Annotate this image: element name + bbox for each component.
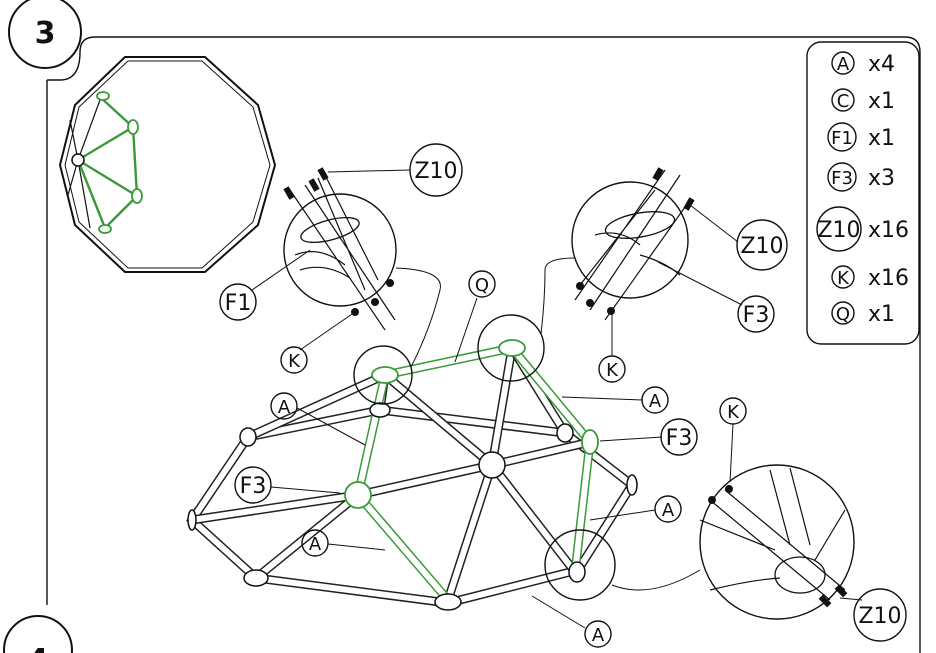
callout-a-right: A — [589, 495, 682, 523]
connector-line — [611, 569, 701, 591]
callout-k-right: K — [598, 312, 626, 383]
svg-text:K: K — [837, 268, 850, 289]
callout-f3-right: F3 — [657, 261, 775, 333]
svg-text:Q: Q — [836, 304, 850, 325]
step-frame — [46, 36, 921, 653]
svg-text:A: A — [309, 534, 322, 555]
svg-text:F3: F3 — [831, 168, 853, 189]
svg-text:x3: x3 — [868, 166, 895, 191]
svg-text:Z10: Z10 — [740, 234, 783, 259]
parts-list: A x4 C x1 F1 x1 F3 x3 Z10 x16 K x16 — [816, 51, 909, 327]
svg-text:Q: Q — [475, 275, 489, 296]
svg-text:K: K — [727, 402, 740, 423]
parts-list-item: F1 x1 — [827, 122, 895, 152]
svg-text:x1: x1 — [868, 89, 895, 114]
parts-list-item: K x16 — [831, 265, 909, 291]
frame-corner — [47, 36, 96, 81]
svg-text:F3: F3 — [240, 474, 267, 499]
parts-list-item: C x1 — [831, 88, 895, 114]
parts-list-item: Z10 x16 — [816, 206, 909, 252]
svg-text:A: A — [662, 500, 675, 521]
parts-list-item: A x4 — [831, 51, 895, 77]
next-step-number: 4 — [28, 643, 49, 653]
detail-marker-right — [477, 314, 545, 382]
svg-text:F1: F1 — [831, 128, 853, 149]
center-hub — [478, 451, 506, 479]
svg-text:A: A — [278, 397, 291, 418]
svg-text:K: K — [288, 351, 301, 372]
callout-f3-left: F3 — [234, 466, 341, 504]
detail-view-f3 — [571, 167, 695, 321]
svg-text:x16: x16 — [868, 266, 909, 291]
callout-k-detail: K — [719, 397, 747, 483]
overview-thumbnail — [58, 56, 277, 273]
callout-z10-right: Z10 — [689, 204, 788, 271]
callout-a-bottom: A — [531, 595, 612, 648]
callout-k-left: K — [280, 311, 356, 374]
svg-text:F3: F3 — [666, 426, 693, 451]
svg-text:x1: x1 — [868, 126, 895, 151]
next-step-badge — [3, 615, 73, 653]
svg-text:F3: F3 — [743, 303, 770, 328]
parts-list-box — [806, 41, 920, 345]
dome-frame — [186, 339, 638, 611]
svg-text:Z10: Z10 — [858, 604, 901, 629]
callout-f3-mid: F3 — [599, 418, 698, 456]
parts-list-item: F3 x3 — [827, 162, 895, 192]
svg-text:Z10: Z10 — [817, 218, 860, 243]
svg-text:F1: F1 — [225, 291, 252, 316]
svg-text:x4: x4 — [868, 52, 895, 77]
svg-text:A: A — [592, 625, 605, 646]
callout-z10-detail: Z10 — [839, 588, 907, 642]
connector-line — [395, 267, 441, 368]
svg-text:C: C — [837, 91, 850, 112]
svg-text:A: A — [837, 54, 850, 75]
callout-q: Q — [454, 270, 496, 363]
detail-view-bottom — [699, 464, 855, 620]
step-badge — [8, 0, 82, 69]
detail-view-f1 — [283, 167, 397, 331]
callout-f1: F1 — [219, 249, 311, 321]
step-number: 3 — [35, 16, 56, 51]
connector-line — [540, 257, 576, 335]
detail-marker-bottom — [544, 529, 616, 601]
svg-text:K: K — [606, 360, 619, 381]
svg-text:x16: x16 — [868, 218, 909, 243]
callout-z10-top: Z10 — [327, 143, 463, 197]
callout-a-left: A — [270, 392, 366, 446]
detail-marker-left — [353, 345, 413, 405]
parts-list-item: Q x1 — [831, 301, 895, 327]
svg-text:A: A — [649, 391, 662, 412]
svg-text:Z10: Z10 — [414, 159, 457, 184]
callout-a-top: A — [561, 386, 669, 414]
callout-a-bottom-left: A — [301, 529, 386, 557]
svg-text:x1: x1 — [868, 302, 895, 327]
